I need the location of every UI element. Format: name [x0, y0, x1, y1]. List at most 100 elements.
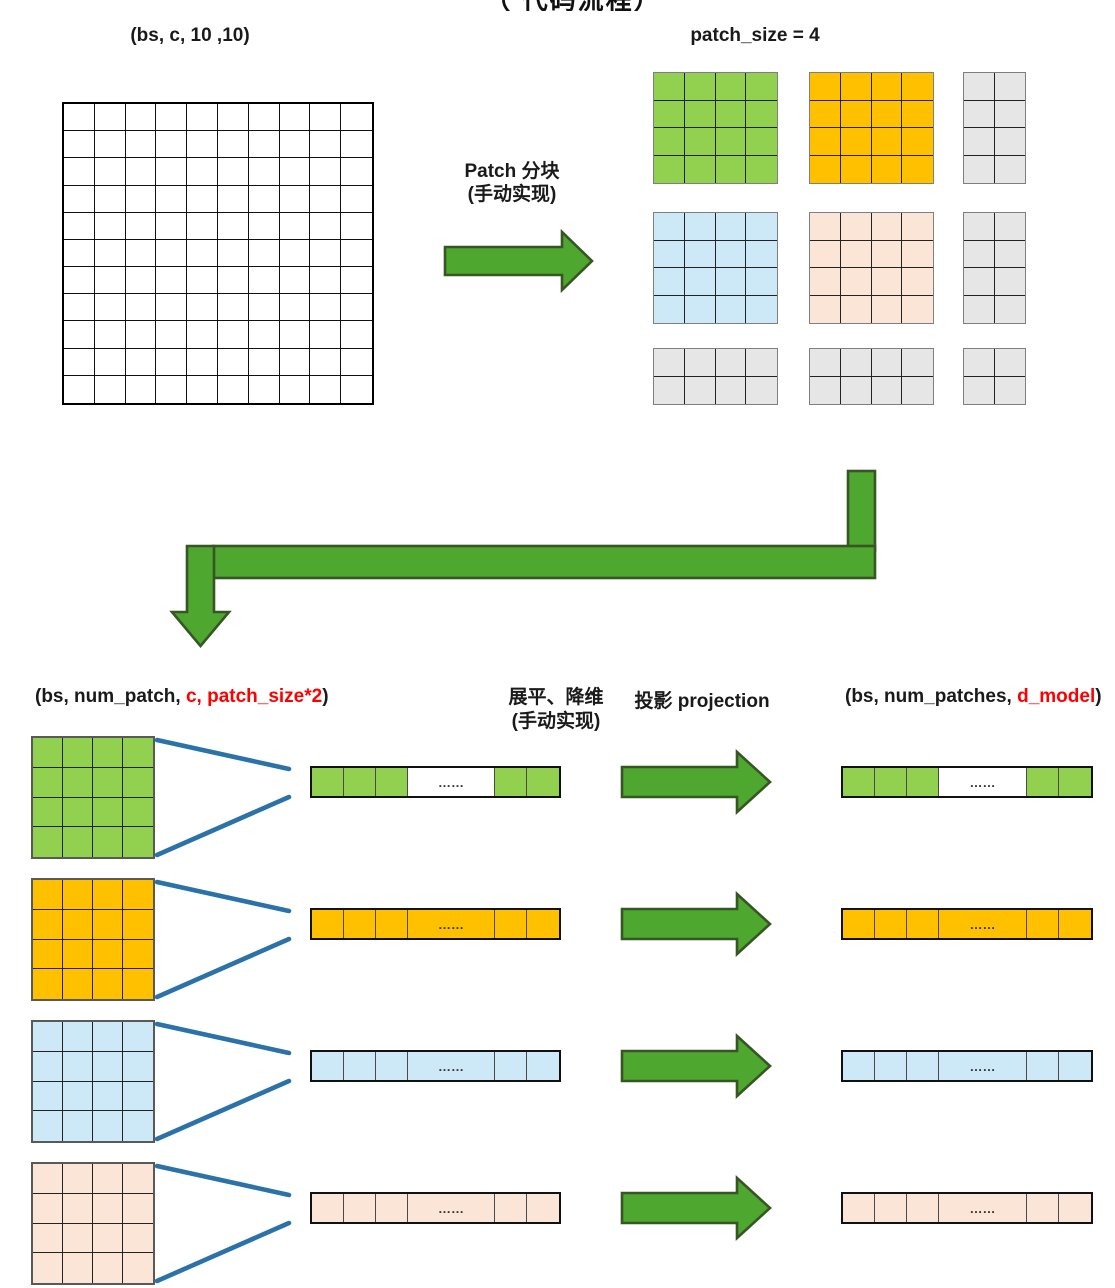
grid-cell: [187, 267, 218, 295]
grid-cell: [33, 909, 63, 940]
grid-cell: [123, 1194, 153, 1224]
strip-gap: ……: [939, 1194, 1027, 1222]
grid-cell: [63, 1253, 93, 1283]
grid-cell: [964, 240, 995, 268]
shape-in-black1: (bs, num_patch,: [35, 686, 186, 707]
grid-cell: [33, 797, 63, 828]
grid-cell: [156, 212, 188, 240]
grid-cell: [902, 349, 933, 377]
grid-cell: [93, 1253, 123, 1283]
strip-cell: [907, 1194, 939, 1222]
grid-cell: [341, 104, 372, 132]
flattened-vector-pink: ……: [310, 1192, 561, 1224]
grid-cell: [871, 349, 903, 377]
grid-cell: [187, 158, 218, 186]
grid-cell: [871, 213, 903, 241]
grid-cell: [684, 268, 716, 296]
grid-cell: [310, 267, 342, 295]
grid-cell: [33, 1081, 63, 1112]
strip-cell: [376, 1194, 408, 1222]
grid-cell: [156, 375, 188, 403]
grid-cell: [341, 240, 372, 268]
grid-cell: [217, 321, 249, 349]
grid-cell: [125, 185, 157, 213]
grid-cell: [341, 267, 372, 295]
grid-cell: [964, 349, 995, 377]
ellipsis: ……: [438, 774, 464, 790]
grid-cell: [156, 158, 188, 186]
grid-cell: [715, 100, 747, 128]
grid-cell: [95, 375, 126, 403]
grid-cell: [187, 185, 218, 213]
strip-cell: [527, 1194, 559, 1222]
grid-cell: [310, 348, 342, 376]
projection-arrow: [620, 749, 772, 815]
grid-cell: [279, 239, 311, 268]
grid-cell: [654, 376, 685, 404]
grid-cell: [63, 738, 93, 768]
grid-cell: [125, 267, 157, 295]
grid-cell: [964, 100, 995, 128]
grid-cell: [341, 213, 372, 240]
grid-cell: [654, 73, 685, 101]
projection-arrow: [620, 1175, 772, 1241]
grid-cell: [187, 239, 218, 268]
grid-cell: [902, 156, 933, 184]
grid-cell: [94, 212, 126, 240]
grid-cell: [341, 376, 372, 403]
strip-gap: ……: [939, 910, 1027, 938]
patch-split-label-line1: Patch 分块: [464, 161, 560, 182]
grid-cell: [279, 321, 311, 349]
flatten-step-label: 展平、降维 (手动实现): [478, 686, 634, 734]
grid-cell: [249, 375, 280, 403]
grid-cell: [156, 267, 188, 295]
patch-gray: [963, 348, 1026, 405]
grid-cell: [94, 239, 126, 268]
grid-cell: [310, 212, 342, 240]
grid-cell: [995, 377, 1026, 405]
grid-cell: [125, 294, 157, 322]
grid-cell: [994, 101, 1025, 128]
grid-cell: [840, 128, 872, 156]
strip-gap: ……: [939, 1052, 1027, 1080]
grid-cell: [123, 880, 153, 910]
grid-cell: [715, 128, 747, 156]
strip-cell: [495, 1052, 527, 1080]
grid-cell: [33, 939, 63, 970]
grid-cell: [840, 240, 872, 268]
grid-cell: [63, 1111, 93, 1141]
grid-cell: [123, 798, 153, 828]
grid-cell: [871, 128, 903, 156]
flattened-vector-blue: ……: [310, 1050, 561, 1082]
grid-cell: [248, 321, 280, 349]
strip-cell: [495, 910, 527, 938]
grid-cell: [810, 128, 841, 156]
patch-matrix-orange: [31, 878, 155, 1001]
grid-cell: [280, 375, 311, 403]
grid-cell: [964, 295, 995, 323]
flatten-step-label-line1: 展平、降维: [508, 687, 604, 708]
flatten-input-shape-label: (bs, num_patch, c, patch_size*2): [35, 686, 329, 708]
grid-cell: [248, 294, 280, 322]
projection-arrow: [620, 1033, 772, 1099]
ellipsis: ……: [969, 774, 996, 790]
grid-cell: [63, 909, 93, 940]
grid-cell: [654, 240, 685, 268]
grid-cell: [715, 349, 747, 377]
grid-cell: [840, 100, 872, 128]
grid-cell: [123, 738, 153, 768]
grid-cell: [310, 185, 342, 213]
strip-cell: [312, 1194, 344, 1222]
grid-cell: [310, 104, 342, 132]
grid-cell: [841, 295, 872, 323]
flatten-line-bottom: [154, 1220, 292, 1284]
grid-cell: [341, 186, 372, 213]
grid-cell: [248, 267, 280, 295]
grid-cell: [63, 1022, 93, 1052]
grid-cell: [715, 73, 747, 101]
grid-cell: [217, 239, 249, 268]
grid-cell: [841, 155, 872, 183]
grid-cell: [746, 268, 777, 296]
grid-cell: [716, 295, 747, 323]
strip-cell: [527, 1052, 559, 1080]
